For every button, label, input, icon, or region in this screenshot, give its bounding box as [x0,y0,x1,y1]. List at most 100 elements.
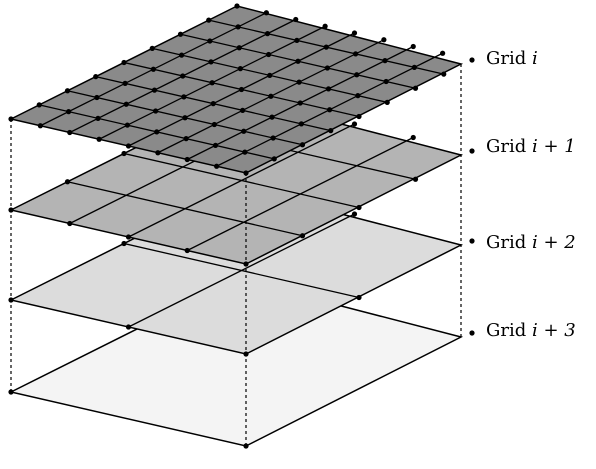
grid-node [327,107,333,113]
grid-node [268,93,274,99]
grid-node [469,57,475,63]
grid-node [264,31,271,37]
grid-plane-0 [8,3,475,176]
grid-node [242,149,248,155]
grid-node [299,142,306,148]
grid-label-2: Grid i + 2 [486,232,576,253]
grid-node [381,37,387,43]
grid-line [186,136,414,252]
grid-node [121,240,127,247]
grid-node [93,74,99,80]
grid-node [410,134,416,141]
grid-node [96,136,102,142]
grid-node [67,220,73,227]
grid-node [241,128,247,134]
grid-node [37,123,43,129]
grid-node [266,51,272,58]
grid-node [325,86,332,92]
grid-node [323,44,329,50]
grid-node [151,87,158,93]
grid-node [235,24,241,30]
grid-node [240,107,246,113]
grid-node [183,136,189,142]
grid-node [177,31,184,37]
grid-node [356,294,362,301]
grid-node [351,211,358,217]
grid-node [353,51,359,57]
grid-node [356,204,362,211]
grid-node [123,101,129,107]
grid-node [206,17,212,23]
grid-node [298,121,304,127]
grid-node [469,330,475,336]
grid-node [412,85,419,91]
grid-node [212,142,219,148]
grid-node [441,71,447,77]
grid-node [296,79,302,85]
grid-node [236,45,242,51]
grid-node [211,121,217,128]
grid-node [179,52,185,58]
grid-node [270,135,276,141]
grid-node [155,150,161,156]
grid-node [94,94,100,101]
grid-node [124,122,130,128]
grid-node [237,66,243,72]
grid-node [67,129,73,136]
grid-node [299,233,306,239]
grid-node [36,102,42,108]
grid-node [294,37,300,43]
grid-node [182,115,188,121]
grid-node [410,43,416,50]
grid-line [128,123,355,238]
grid-node [382,58,388,64]
grid-node [95,115,101,121]
grid-node [121,150,127,157]
grid-node [125,143,132,149]
grid-node [66,109,72,115]
grid-node [180,73,186,79]
grid-node [207,38,213,44]
grid-node [121,59,127,66]
grid-node [383,78,389,85]
grid-node [351,121,358,127]
grid-node [269,114,275,120]
grid-node [440,50,446,56]
grid-node [356,113,362,120]
grid-node [354,72,360,78]
grid-planes [8,3,475,449]
grid-node [150,66,156,72]
grid-node [469,238,475,244]
grid-node [297,100,303,106]
grid-node [263,10,269,16]
grid-line [128,213,355,328]
grid-node [469,148,475,154]
grid-label-1: Grid i + 1 [486,136,576,157]
grid-node [184,247,190,254]
grid-node [267,72,273,78]
grid-node [412,176,419,182]
grid-node [324,65,330,71]
grid-label-0: Grid i [486,48,538,69]
grid-node [181,94,187,100]
grid-node [411,64,417,70]
grid-label-3: Grid i + 3 [486,320,576,341]
grid-node [328,128,334,134]
grid-node [293,16,299,23]
grid-node [384,99,390,105]
grid-node [125,324,132,330]
grid-node [64,88,71,94]
grid-node [208,59,214,65]
grid-node [234,3,240,9]
grid-node [271,156,277,162]
grid-node [149,45,155,51]
grid-node [238,86,245,93]
grid-node [125,234,132,240]
grid-labels: Grid i Grid i + 1 Grid i + 2 Grid i + 3 [486,48,576,341]
grid-node [214,163,220,169]
grid-node [351,30,358,36]
grid-node [122,80,128,86]
grid-node [295,58,301,64]
grid-node [153,108,159,114]
